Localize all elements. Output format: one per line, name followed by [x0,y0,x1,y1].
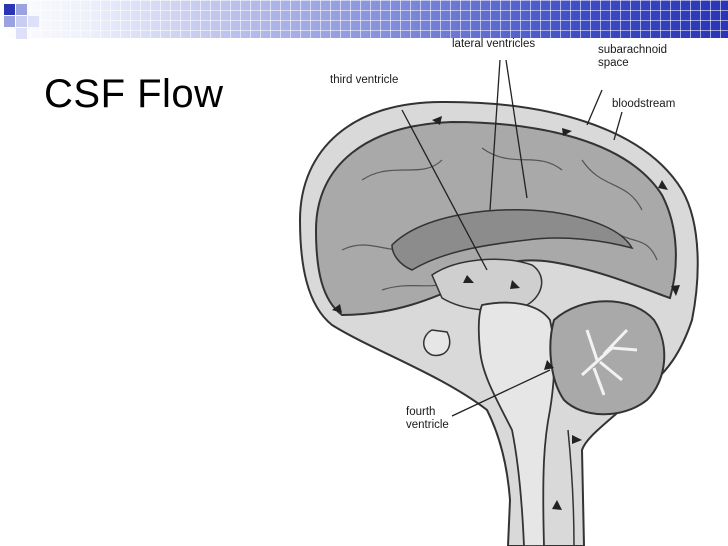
leader-lines [401,59,623,417]
corner-square [16,28,27,39]
label-subarachnoid-1: subarachnoid [598,44,668,56]
lateral-ventricle [391,209,634,271]
leader-bloodstream [613,111,623,141]
brain-csf-diagram: lateral ventricles subarachnoid space th… [282,30,702,546]
corner-square [16,16,27,27]
label-fourth-ventricle-2: ventricle [406,419,449,431]
top-decor-grid [0,0,728,38]
pituitary [423,329,451,357]
corner-square [4,4,15,15]
label-third-ventricle: third ventricle [330,74,399,86]
arbor-vitae [580,328,638,396]
gyri-lines [341,147,658,291]
flow-arrow [510,280,520,289]
flow-arrow [432,116,442,125]
flow-arrow [562,128,572,136]
flow-arrow [544,360,554,370]
top-decor-band [0,0,728,38]
corner-square [16,4,27,15]
leader-fourth [451,369,551,417]
label-subarachnoid-2: space [598,57,629,69]
flow-arrow [671,285,680,296]
flow-arrow [658,180,668,190]
cerebellum [549,300,666,416]
label-lateral-ventricles: lateral ventricles [452,38,536,50]
label-bloodstream: bloodstream [612,98,676,110]
label-fourth-ventricle-1: fourth [406,406,436,418]
leader-lateral-2 [505,59,528,199]
leader-third [401,109,488,271]
slide-title: CSF Flow [44,72,224,116]
leader-lateral-1 [489,59,501,211]
brain-illustration [298,59,699,546]
csf-flow-arrows [332,116,680,510]
corner-squares-decor [0,0,50,50]
flow-arrow [332,304,342,313]
third-ventricle-region [431,258,543,312]
flow-arrow [552,500,562,510]
central-canal [567,429,575,546]
corner-square [28,16,39,27]
flow-arrow [572,435,582,444]
flow-arrow [463,275,474,283]
leader-subarachnoid [586,89,603,126]
corner-square [4,16,15,27]
